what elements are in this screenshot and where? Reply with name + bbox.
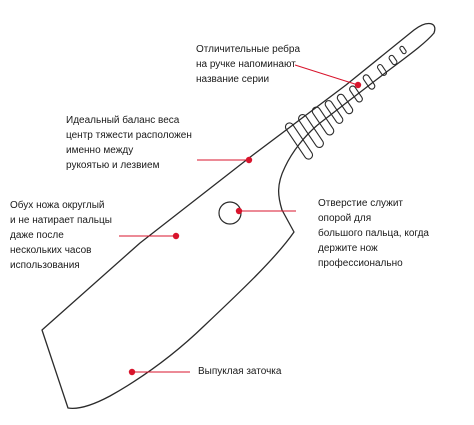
rib-slot — [388, 54, 398, 66]
rib-slot — [349, 85, 363, 103]
balance-caption: Идеальный баланс веса центр тяжести расп… — [66, 115, 192, 171]
handle-ribs — [284, 45, 407, 160]
rib-slot — [311, 106, 335, 136]
ribs-leader — [294, 64, 359, 86]
rib-slot — [362, 74, 376, 90]
callout-lines — [119, 64, 359, 373]
rib-slot — [336, 93, 354, 115]
rib-slot — [284, 122, 314, 160]
spine-marker — [172, 232, 180, 240]
edge-marker — [128, 368, 136, 376]
ribs-marker — [354, 81, 362, 89]
rib-slot — [399, 45, 407, 55]
rib-slot — [324, 100, 344, 124]
knife-outline — [41, 22, 436, 410]
spine-caption: Обух ножа округлый и не натирает пальцы … — [10, 200, 112, 271]
rib-slot — [376, 64, 388, 76]
finger-hole-caption: Отверстие служит опорой для большого пал… — [318, 198, 429, 269]
rib-slot — [298, 114, 324, 148]
hole-marker — [235, 207, 243, 215]
edge-caption: Выпуклая заточка — [198, 366, 282, 377]
ribs-caption: Отличительные ребра на ручке напоминают … — [196, 44, 301, 85]
balance-marker — [245, 156, 253, 164]
callout-markers — [128, 81, 362, 376]
